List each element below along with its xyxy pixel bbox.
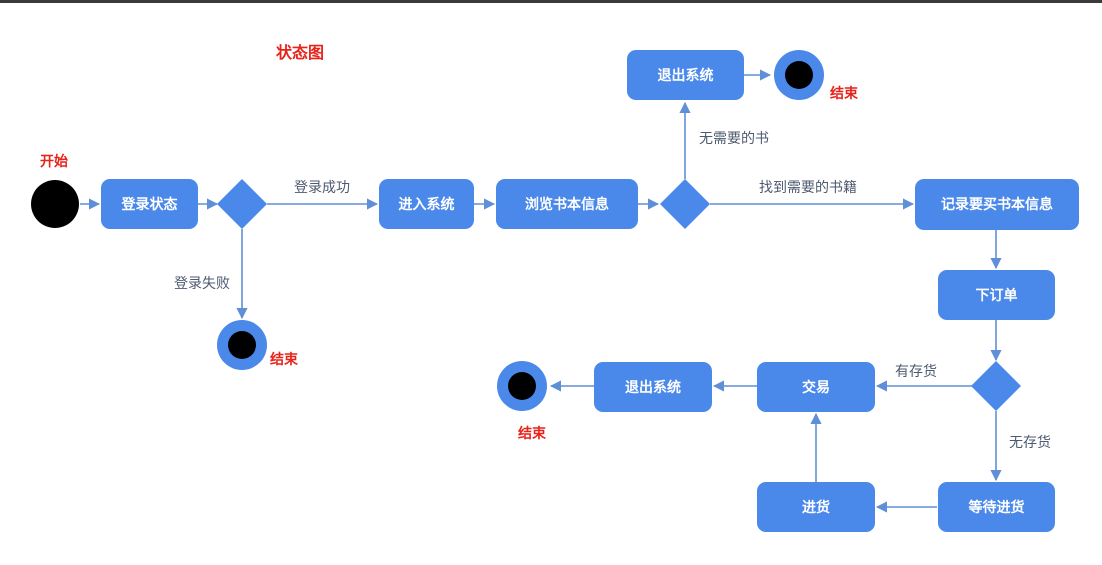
decision-stock-icon <box>971 361 1021 411</box>
state-login-label: 登录状态 <box>121 196 178 213</box>
state-enter-system-label: 进入系统 <box>399 196 455 213</box>
end-label-login-fail: 结束 <box>270 351 299 368</box>
label-login-success: 登录成功 <box>294 180 350 196</box>
state-restock-label: 进货 <box>802 499 830 516</box>
start-label: 开始 <box>40 153 68 170</box>
start-node-icon <box>31 180 79 228</box>
label-no-book: 无需要的书 <box>699 131 769 147</box>
diagram-title: 状态图 <box>276 43 324 62</box>
state-record: 记录要买书本信息 <box>915 179 1079 230</box>
state-trade: 交易 <box>757 362 875 412</box>
state-login: 登录状态 <box>101 179 198 229</box>
state-browse: 浏览书本信息 <box>496 179 638 229</box>
end-node-bottom <box>497 361 547 411</box>
label-login-fail: 登录失败 <box>174 276 230 292</box>
state-place-order-label: 下订单 <box>976 287 1018 304</box>
end-dot-icon <box>785 61 813 89</box>
state-restock: 进货 <box>757 482 875 532</box>
label-out-of-stock: 无存货 <box>1009 434 1051 451</box>
state-place-order: 下订单 <box>938 270 1055 320</box>
end-dot-icon <box>228 331 256 359</box>
window-top-border <box>0 0 1102 3</box>
edges <box>80 69 1002 513</box>
state-record-label: 记录要买书本信息 <box>941 196 1053 213</box>
state-exit-top-label: 退出系统 <box>658 67 714 84</box>
state-wait-restock: 等待进货 <box>938 482 1055 532</box>
state-trade-label: 交易 <box>802 379 830 396</box>
end-node-login-fail <box>217 320 267 370</box>
end-dot-icon <box>508 372 536 400</box>
decision-book-icon <box>660 179 710 229</box>
decision-login-icon <box>217 179 267 229</box>
state-wait-restock-label: 等待进货 <box>969 499 1025 516</box>
state-browse-label: 浏览书本信息 <box>525 196 609 213</box>
state-exit-top: 退出系统 <box>627 50 744 100</box>
state-exit-bottom: 退出系统 <box>594 362 712 412</box>
end-label-top: 结束 <box>830 85 859 102</box>
label-in-stock: 有存货 <box>895 363 937 380</box>
end-label-bottom: 结束 <box>518 425 547 442</box>
label-found-book: 找到需要的书籍 <box>759 179 857 196</box>
state-exit-bottom-label: 退出系统 <box>625 379 681 396</box>
state-enter-system: 进入系统 <box>379 179 474 229</box>
end-node-top <box>774 50 824 100</box>
